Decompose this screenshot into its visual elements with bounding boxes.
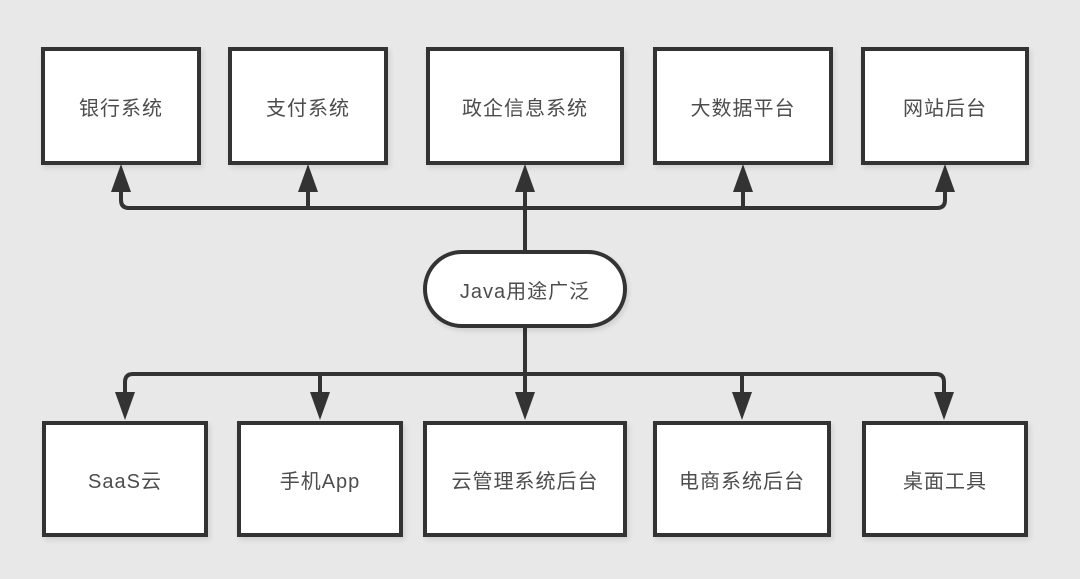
node-cloud-mgmt-backend: 云管理系统后台 [423, 421, 627, 537]
node-website-backend: 网站后台 [861, 47, 1029, 165]
node-gov-enterprise-info-system: 政企信息系统 [426, 47, 624, 165]
node-ecommerce-backend: 电商系统后台 [653, 421, 831, 537]
node-big-data-platform-label: 大数据平台 [690, 97, 796, 120]
bottom-connector [115, 328, 954, 420]
arrowhead-down-ecommerce [732, 392, 752, 420]
node-big-data-platform: 大数据平台 [653, 47, 833, 165]
arrowhead-down-mobileapp [310, 392, 330, 420]
node-java-center: Java用途广泛 [423, 250, 627, 328]
arrowhead-up-payment [298, 164, 318, 192]
top-bus-line [119, 178, 947, 210]
node-cloud-mgmt-backend-label: 云管理系统后台 [451, 470, 599, 493]
arrowhead-down-saas [115, 392, 135, 420]
arrowhead-down-cloudmgmt [515, 392, 535, 420]
arrowhead-up-bigdata [733, 164, 753, 192]
node-payment-system: 支付系统 [228, 47, 388, 165]
node-banking-system: 银行系统 [41, 47, 201, 165]
top-connector [111, 164, 955, 250]
node-ecommerce-backend-label: 电商系统后台 [679, 470, 805, 493]
node-gov-enterprise-info-system-label: 政企信息系统 [462, 97, 588, 120]
node-mobile-app: 手机App [237, 421, 403, 537]
node-saas-cloud: SaaS云 [42, 421, 208, 537]
node-saas-cloud-label: SaaS云 [88, 470, 162, 493]
node-payment-system-label: 支付系统 [266, 97, 350, 120]
arrowhead-up-website [935, 164, 955, 192]
bottom-bus-line [123, 372, 946, 396]
node-banking-system-label: 银行系统 [79, 97, 163, 120]
arrowhead-up-banking [111, 164, 131, 192]
node-website-backend-label: 网站后台 [903, 97, 987, 120]
node-desktop-tools-label: 桌面工具 [903, 470, 987, 493]
arrowhead-up-gov-enterprise [515, 164, 535, 192]
node-java-center-label: Java用途广泛 [459, 280, 591, 303]
node-desktop-tools: 桌面工具 [862, 421, 1028, 537]
arrowhead-down-desktop [934, 392, 954, 420]
node-mobile-app-label: 手机App [279, 470, 361, 493]
